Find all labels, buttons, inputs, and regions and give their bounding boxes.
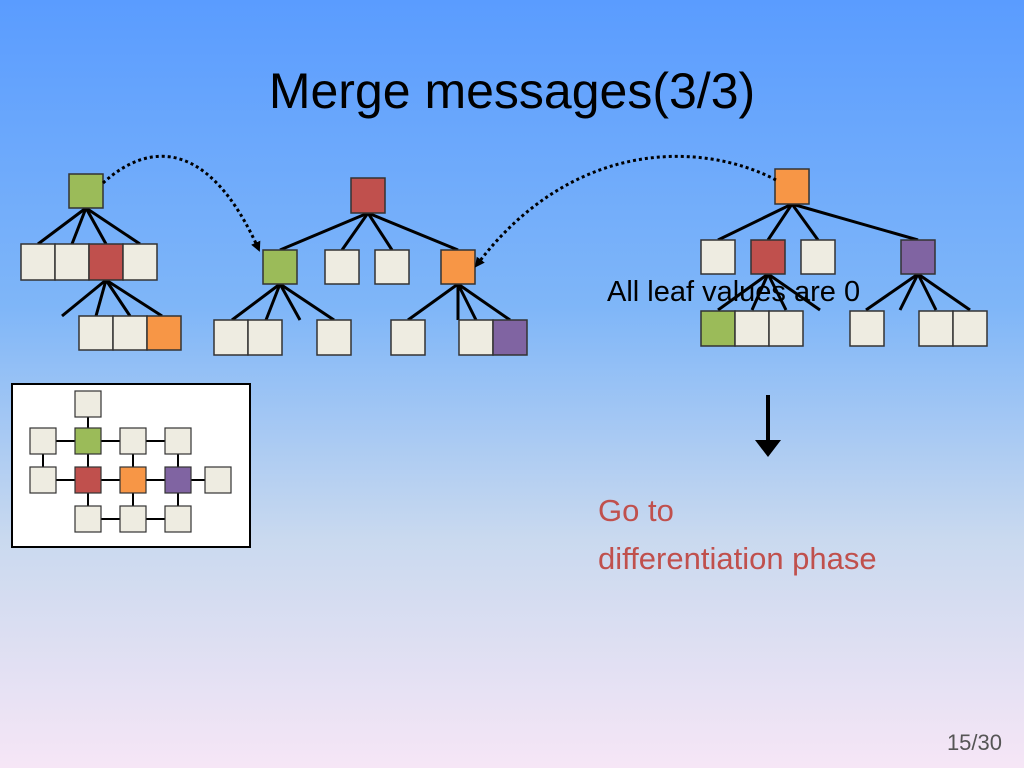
tree1-child-1 xyxy=(20,243,56,281)
tree3-child-red xyxy=(750,239,786,275)
tree2-leaf-4 xyxy=(390,319,426,356)
tree3-leaf-4 xyxy=(849,310,885,347)
tree3-leaf-6 xyxy=(952,310,988,347)
tree2-root-red xyxy=(350,177,386,214)
tree2-leaf-3 xyxy=(316,319,352,356)
down-arrow-icon xyxy=(755,395,781,457)
tree3-leaf-2 xyxy=(734,310,770,347)
tree1-leaf-orange xyxy=(146,315,182,351)
tree1-leaf-1 xyxy=(78,315,114,351)
tree2-child-3 xyxy=(374,249,410,285)
tree-orange-root xyxy=(717,202,971,312)
tree2-child-green xyxy=(262,249,298,285)
tree1-child-2 xyxy=(54,243,90,281)
page-number: 15/30 xyxy=(946,730,1002,755)
tree2-child-2 xyxy=(324,249,360,285)
next-step-text: Go to differentiation phase xyxy=(598,487,877,583)
tree3-child-1 xyxy=(700,239,736,275)
tree-red-root xyxy=(231,211,511,322)
tree-green-root xyxy=(37,206,163,318)
tree2-leaf-2 xyxy=(247,319,283,356)
grid-graph-inset xyxy=(11,383,251,548)
tree3-child-purple xyxy=(900,239,936,275)
leaf-values-note: All leaf values are 0 xyxy=(607,276,861,308)
tree1-child-red xyxy=(88,243,124,281)
slide-title: Merge messages(3/3) xyxy=(268,63,756,119)
tree3-leaf-green xyxy=(700,310,736,347)
tree3-root-orange xyxy=(774,168,810,205)
tree1-leaf-2 xyxy=(112,315,148,351)
tree1-child-4 xyxy=(122,243,158,281)
tree2-child-orange xyxy=(440,249,476,285)
tree2-leaf-purple xyxy=(492,319,528,356)
merge-arrow-green xyxy=(101,154,261,252)
tree2-leaf-1 xyxy=(213,319,249,356)
tree3-leaf-5 xyxy=(918,310,954,347)
tree3-leaf-3 xyxy=(768,310,804,347)
tree3-child-3 xyxy=(800,239,836,275)
next-step-line-1: Go to xyxy=(598,493,674,528)
tree1-root-green xyxy=(68,173,104,209)
next-step-line-2: differentiation phase xyxy=(598,541,877,576)
tree2-leaf-5 xyxy=(458,319,494,356)
